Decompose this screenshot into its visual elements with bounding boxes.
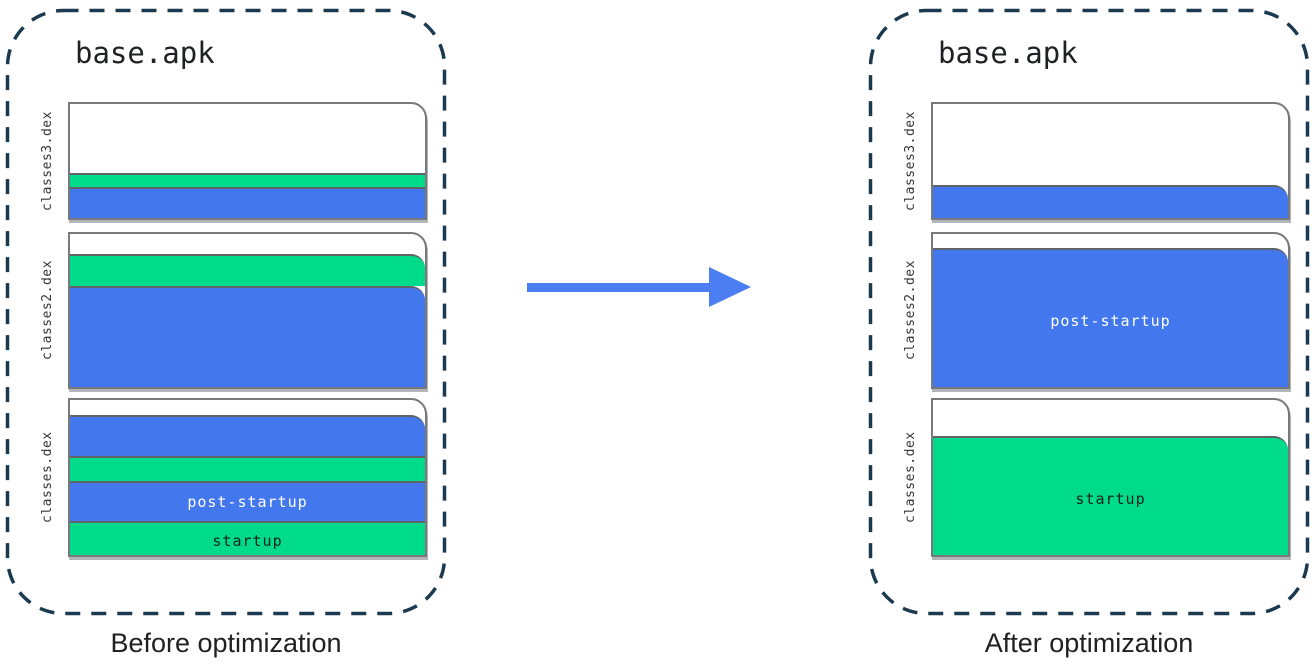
green-segment [70, 254, 425, 286]
white-segment [933, 104, 1288, 185]
dex-file-row: classes3.dex [27, 102, 427, 220]
right-arrow-icon [527, 267, 751, 307]
dex-file-name-label: classes3.dex [903, 111, 918, 211]
startup-segment: startup [933, 436, 1288, 555]
caption-before-optimization: Before optimization [110, 628, 342, 658]
blue-segment [70, 415, 425, 456]
blue-segment [70, 286, 425, 387]
green-segment [70, 456, 425, 481]
panel-after-optimization: base.apk classes3.dex classes2.dex post-st… [868, 8, 1310, 658]
dex-file-row: classes3.dex [890, 102, 1290, 220]
dex-file-name-label: classes3.dex [40, 111, 55, 211]
white-segment [70, 104, 425, 173]
dex-file-page [931, 102, 1290, 220]
dex-file-row: classes2.dex [27, 232, 427, 389]
dex-file-name-label: classes.dex [903, 431, 918, 524]
dex-file-row: classes2.dex post-startup [890, 232, 1290, 389]
dex-file-page: startup [931, 398, 1290, 557]
dex-file-page [68, 232, 427, 389]
apk-title: base.apk [938, 36, 1078, 70]
dex-file-name-label: classes2.dex [903, 260, 918, 361]
white-segment [70, 400, 425, 415]
apk-title: base.apk [75, 36, 215, 70]
dex-file-page [68, 102, 427, 220]
blue-segment [933, 185, 1288, 218]
post-startup-segment: post-startup [933, 248, 1288, 387]
file-list: classes3.dex classes2.dex classes.dex post-… [27, 102, 427, 557]
dex-file-name-label: classes2.dex [40, 260, 55, 361]
post-startup-segment: post-startup [70, 481, 425, 521]
green-segment [70, 173, 425, 187]
white-segment [933, 400, 1288, 436]
white-segment [70, 234, 425, 254]
dex-file-row: classes.dex startup [890, 398, 1290, 557]
startup-segment: startup [70, 521, 425, 555]
white-segment [933, 234, 1288, 248]
dex-file-name-label: classes.dex [40, 431, 55, 524]
dex-file-page: post-startup [931, 232, 1290, 389]
caption-after-optimization: After optimization [984, 628, 1194, 658]
blue-segment [70, 187, 425, 218]
